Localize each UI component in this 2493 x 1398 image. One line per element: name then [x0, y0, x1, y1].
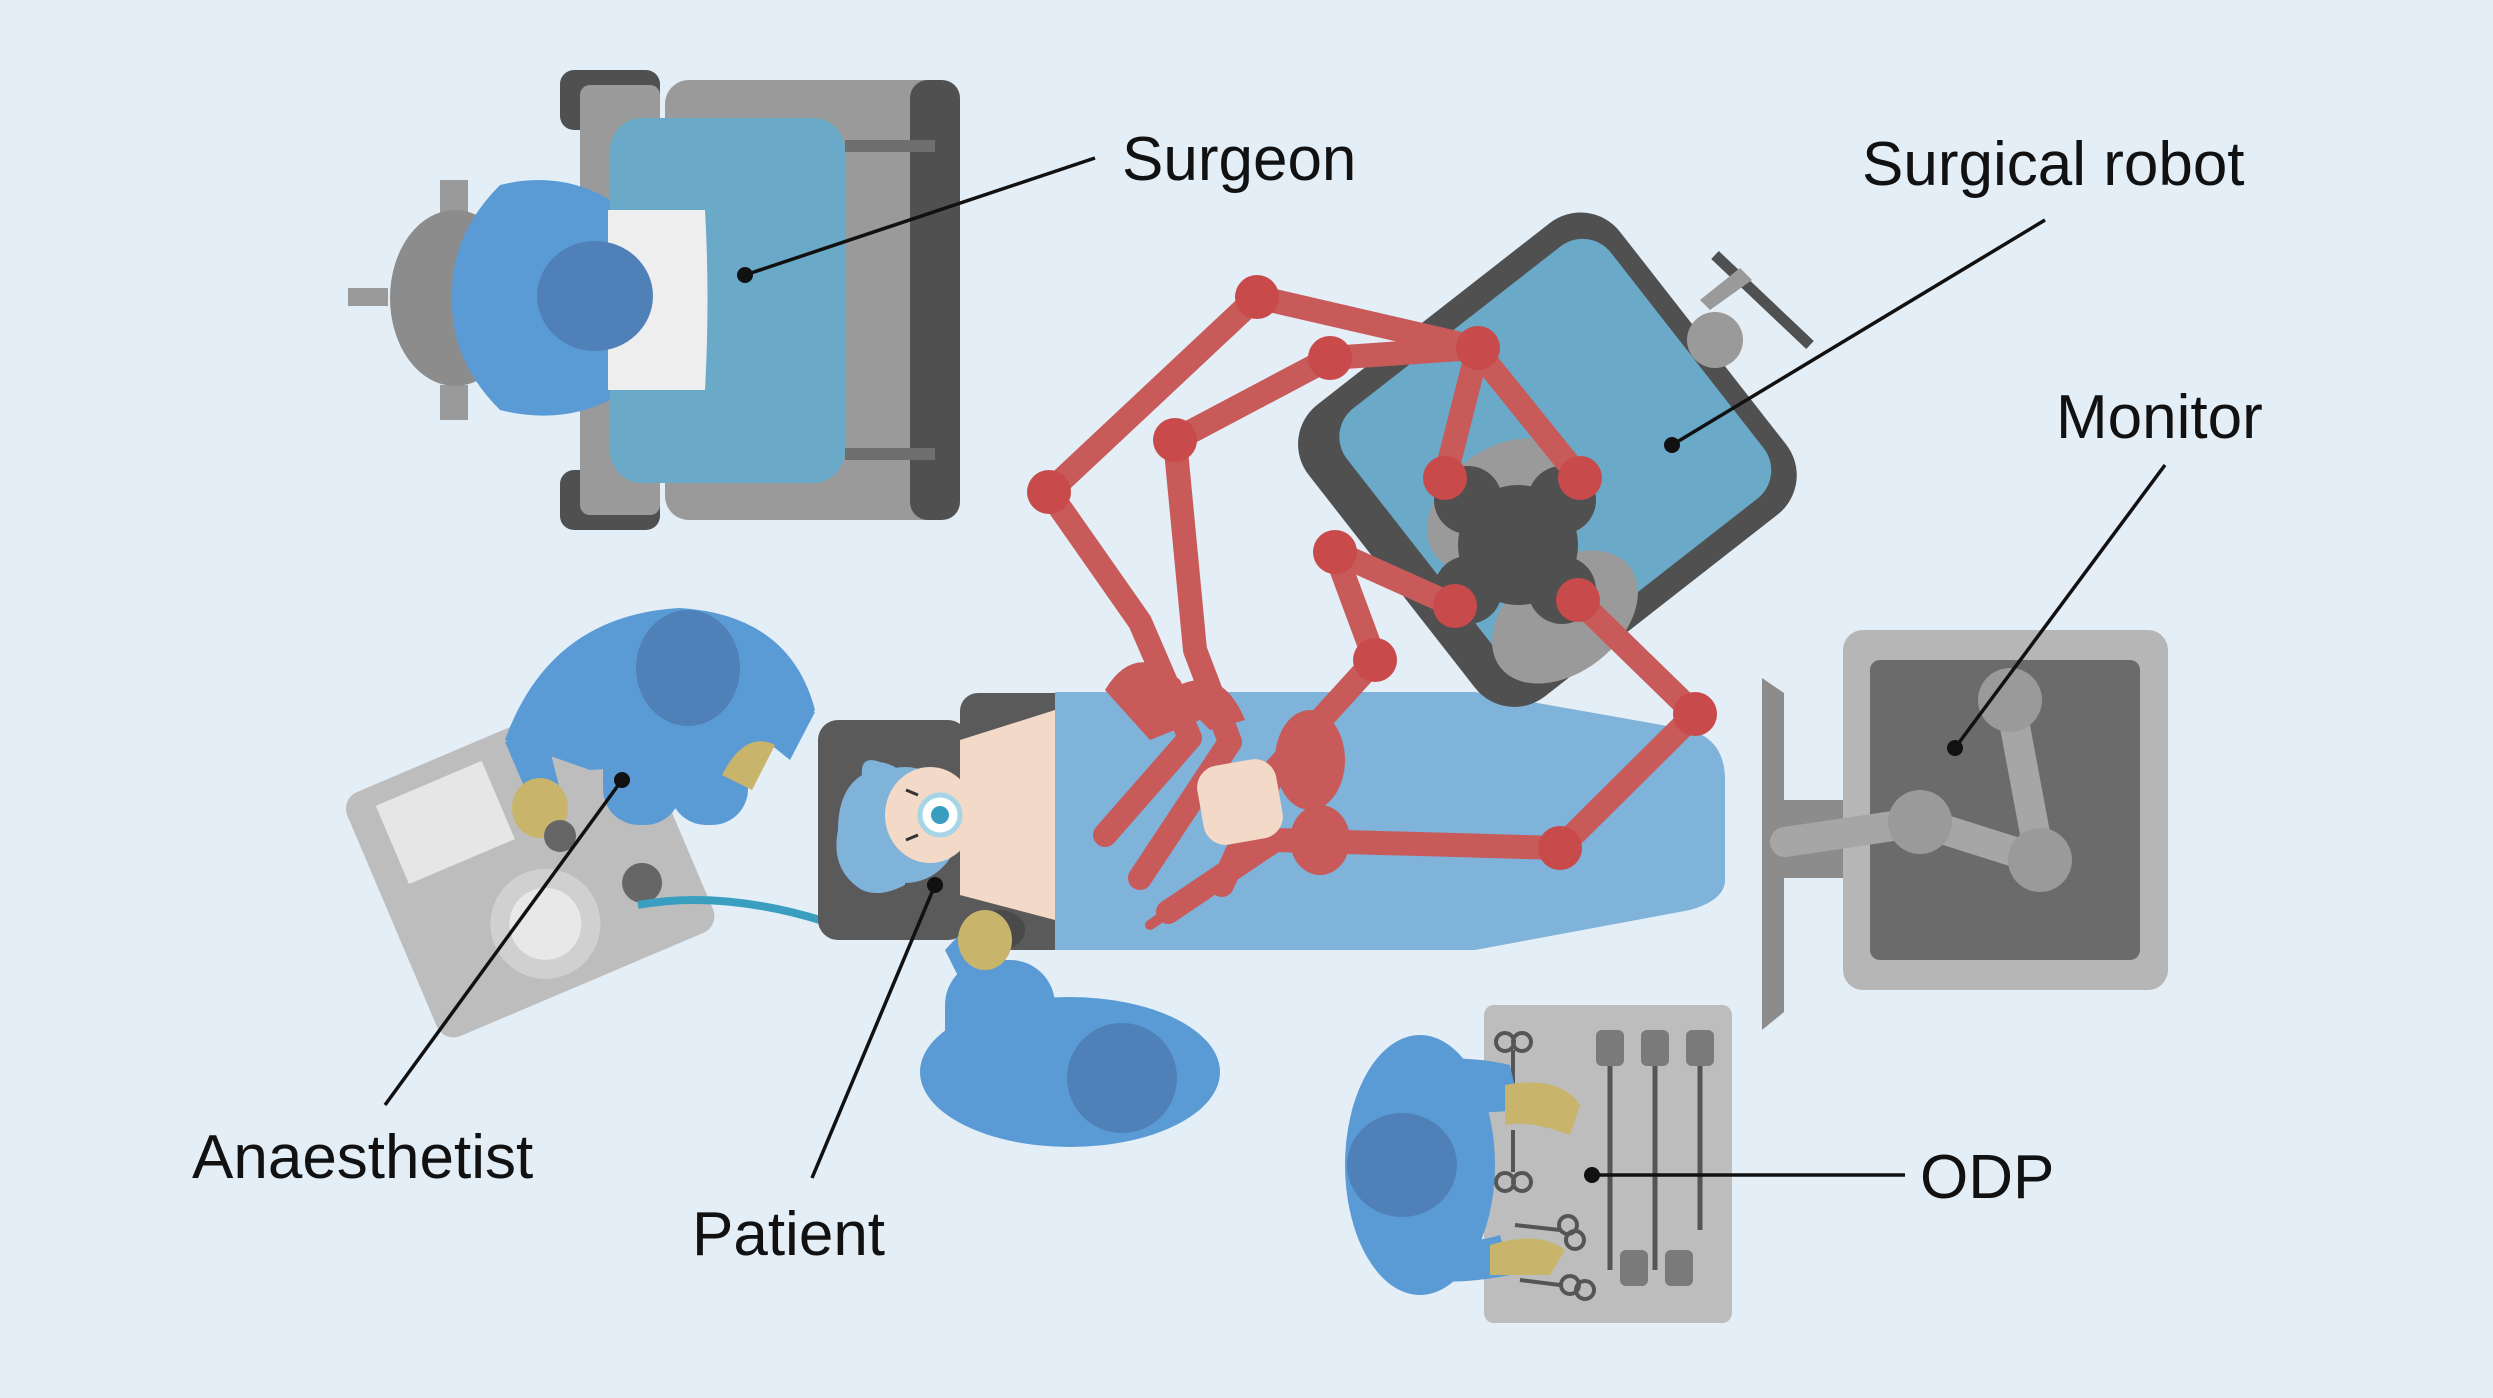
- leader-dot-odp: [1584, 1167, 1600, 1183]
- leader-dot-surgical-robot: [1664, 437, 1680, 453]
- surgical-site: [1197, 759, 1283, 845]
- label-odp: ODP: [1920, 1143, 2054, 1212]
- robot-joints: [1027, 275, 1717, 870]
- labels: Surgeon Surgical robot Monitor Anaesthet…: [192, 125, 2263, 1269]
- surgeon-figure: [348, 180, 708, 420]
- label-surgeon: Surgeon: [1122, 125, 1356, 194]
- leader-surgical-robot: [1671, 218, 2046, 447]
- leader-patient: [810, 884, 937, 1179]
- odp-figure: [1345, 1035, 1580, 1295]
- label-patient: Patient: [692, 1200, 885, 1269]
- instrument-tray: [1484, 1005, 1732, 1323]
- leader-anaesthetist: [383, 778, 624, 1107]
- leader-lines: [383, 156, 2167, 1183]
- leader-dot-patient: [927, 877, 943, 893]
- leader-monitor: [1953, 463, 2167, 750]
- leader-dot-monitor: [1947, 740, 1963, 756]
- leader-surgeon: [744, 156, 1096, 277]
- leader-dot-surgeon: [737, 267, 753, 283]
- anaesthetist-figure: [505, 608, 815, 852]
- monitor: [1762, 630, 2168, 1030]
- label-monitor: Monitor: [2056, 383, 2263, 452]
- label-surgical-robot: Surgical robot: [1862, 130, 2245, 199]
- assistant-figure: [920, 910, 1220, 1147]
- label-anaesthetist: Anaesthetist: [192, 1123, 533, 1192]
- robot-wrists: [1105, 662, 1350, 875]
- leader-dot-anaesthetist: [614, 772, 630, 788]
- surgeon-console: [560, 70, 960, 530]
